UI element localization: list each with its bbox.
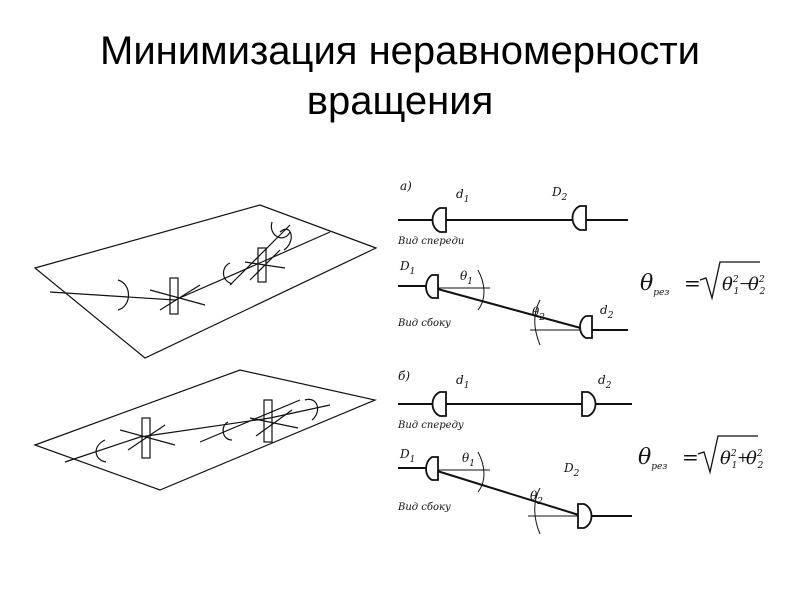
case-a-marker: а) — [400, 179, 412, 193]
case-a-side-joint-1-label: D1 — [399, 259, 415, 277]
case-b-front-joint-1 — [431, 391, 447, 417]
shaft-line-bottom-1 — [64, 436, 141, 463]
case-a-side-joint-2 — [579, 315, 593, 339]
case-a-side-caption: Вид сбоку — [397, 318, 451, 329]
joint-top-1-fork — [169, 277, 179, 315]
joint-bottom-1-fork — [141, 417, 151, 459]
formula-a-eq: = — [684, 271, 701, 295]
joint-top-2-fork — [257, 247, 267, 283]
formula-a-radical — [699, 261, 760, 301]
joint-top-1-b — [159, 284, 201, 311]
drive-shaft-top — [229, 224, 291, 286]
case-b-side-joint-1 — [425, 456, 439, 481]
plane-top — [33, 204, 378, 359]
rotation-arrow-top-1 — [117, 279, 130, 311]
driven-shaft-bottom — [199, 399, 301, 443]
rotation-arrow-top-2 — [222, 262, 233, 285]
case-b-side-caption: Вид сбоку — [397, 502, 451, 513]
title-line-1: Минимизация неравномерности — [100, 29, 700, 73]
case-b-front-joint-1-label: d1 — [456, 373, 469, 391]
case-b-angle1-label: θ1 — [462, 451, 475, 469]
case-b-angle2-label: θ2 — [530, 489, 543, 507]
joint-bottom-1-b — [127, 424, 166, 451]
case-a-front-joint-1-label: d1 — [456, 187, 469, 205]
case-b-angle2-arc — [534, 487, 541, 535]
formula-b-radical — [697, 435, 758, 475]
rotation-arrow-top-4 — [270, 221, 291, 239]
case-a-angle2-arc — [534, 299, 541, 346]
case-a-diagrams: а) d1 D2 Вид спереди D1 d2 θ1 θ2 Вид сбо… — [397, 179, 628, 346]
slide-title: Минимизация неравномерности вращения — [0, 26, 800, 126]
case-b-angle1-arc — [477, 451, 485, 493]
formula-b-op: + — [737, 450, 749, 466]
joint-bottom-2-fork — [263, 399, 273, 443]
case-a-side-joint-2-label: d2 — [600, 303, 614, 321]
rotation-arrow-top-3 — [279, 228, 292, 251]
formula-b-lhs: θрез — [638, 445, 667, 472]
perspective-sketch-bottom — [33, 369, 377, 491]
case-a-side-shaft-mid — [433, 287, 589, 331]
case-b-marker: б) — [398, 369, 410, 383]
rotation-arrow-bottom-1 — [95, 439, 107, 463]
rotation-arrow-bottom-3 — [304, 398, 319, 421]
joint-bottom-2-b — [255, 409, 293, 437]
perspective-sketch-top — [33, 204, 378, 359]
case-a-front-joint-1 — [431, 207, 447, 233]
case-b-diagrams: б) d1 d2 Вид спереду D1 D2 θ1 θ2 Вид сбо… — [397, 369, 632, 535]
case-b-side-shaft-mid — [433, 469, 583, 517]
case-b-side-joint-2 — [577, 503, 593, 529]
formula-a-op: − — [739, 276, 751, 292]
case-a-angle1-arc — [477, 269, 485, 311]
case-a-front-caption: Вид спереди — [397, 236, 464, 247]
formula-b-eq: = — [682, 445, 699, 469]
formula-a-lhs: θрез — [640, 271, 669, 298]
shaft-line-top-2 — [174, 261, 263, 301]
title-line-2: вращения — [306, 79, 494, 123]
case-b-front-caption: Вид спереду — [397, 420, 464, 431]
case-a-front-joint-2 — [571, 205, 587, 231]
case-a-angle1-label: θ1 — [460, 269, 473, 287]
plane-bottom — [33, 369, 377, 491]
case-b-front-joint-2-label: d2 — [598, 373, 612, 391]
case-a-front-joint-2-label: D2 — [551, 185, 568, 203]
case-b-side-joint-2-label: D2 — [563, 461, 580, 479]
shaft-line-top-1 — [49, 291, 176, 301]
shaft-line-bottom-3 — [269, 404, 331, 419]
joint-top-2-b — [249, 249, 281, 281]
case-a-side-joint-1 — [425, 274, 439, 299]
case-b-front-joint-2 — [581, 391, 597, 417]
case-b-side-joint-1-label: D1 — [399, 447, 415, 465]
case-a-angle2-label: θ2 — [532, 305, 545, 323]
